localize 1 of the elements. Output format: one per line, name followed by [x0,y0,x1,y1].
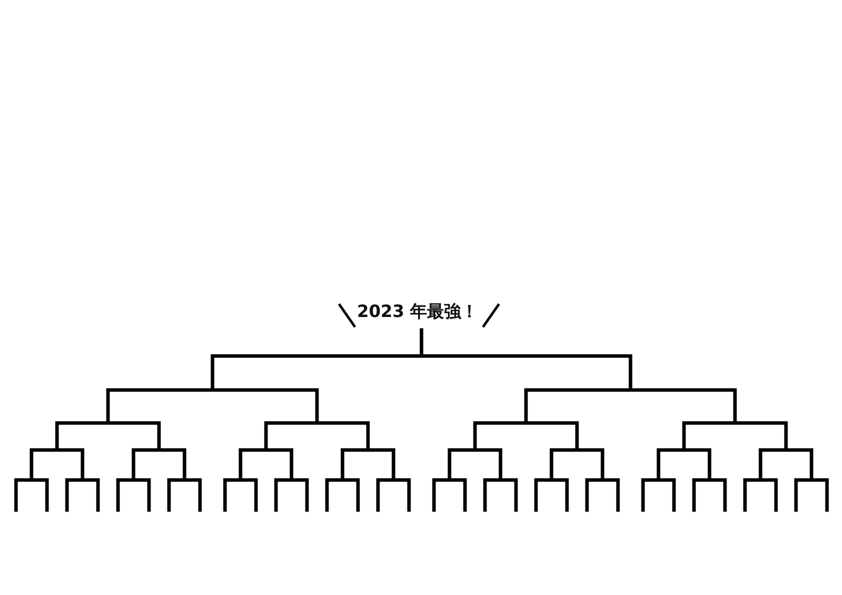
title: 2023 年最強！ [357,301,478,323]
